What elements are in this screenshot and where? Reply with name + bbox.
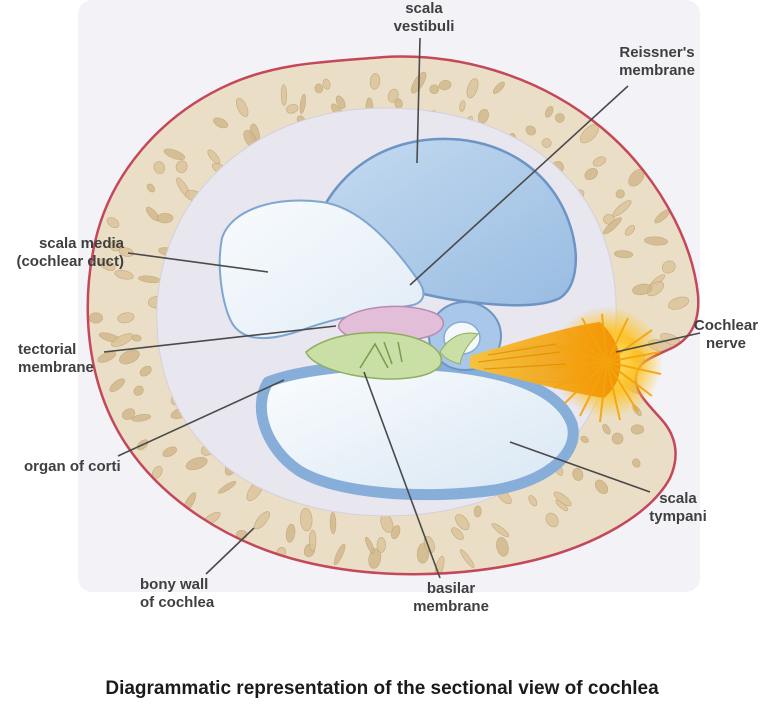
- label-scala-vestibuli: scala vestibuli: [393, 0, 455, 35]
- label-scala-tympani: scala tympani: [649, 490, 707, 525]
- hair-cell-lines: [359, 341, 403, 369]
- cochlear-nerve-beam: [470, 322, 621, 398]
- label-organ-of-corti: organ of corti: [24, 458, 121, 475]
- limbus-green-crescent: [439, 332, 479, 365]
- cochlear-nerve-rays: [550, 313, 662, 423]
- leader-line-cochlear-nerve: [615, 332, 701, 353]
- leader-line-tectorial-membrane: [103, 325, 337, 353]
- scala-media-shape: [218, 199, 425, 340]
- leader-line-bony-wall: [205, 527, 255, 575]
- leader-line-scala-vestibuli: [416, 37, 421, 164]
- figure-caption: Diagrammatic representation of the secti…: [105, 678, 659, 699]
- label-bony-wall: bony wall of cochlea: [140, 576, 215, 611]
- label-tectorial-membrane: tectorial membrane: [18, 341, 94, 376]
- cochlea-diagram: [78, 0, 701, 592]
- organ-of-corti-shape: [305, 331, 443, 380]
- leader-line-scala-media: [127, 252, 269, 273]
- outer-outline: [86, 55, 700, 576]
- leader-line-organ-of-corti: [117, 379, 285, 457]
- label-reissners-membrane: Reissner's membrane: [619, 44, 695, 79]
- label-scala-media: scala media (cochlear duct): [16, 235, 124, 270]
- leader-line-basilar-membrane: [363, 371, 441, 579]
- leader-line-reissners-membrane: [409, 85, 629, 286]
- nerve-fiber-streaks: [477, 343, 567, 370]
- leader-lines: [103, 37, 701, 579]
- leader-line-scala-tympani: [509, 441, 651, 493]
- label-cochlear-nerve: Cochlear nerve: [693, 317, 759, 352]
- scala-tympani-shape: [255, 359, 579, 501]
- label-basilar-membrane: basilar membrane: [413, 580, 489, 615]
